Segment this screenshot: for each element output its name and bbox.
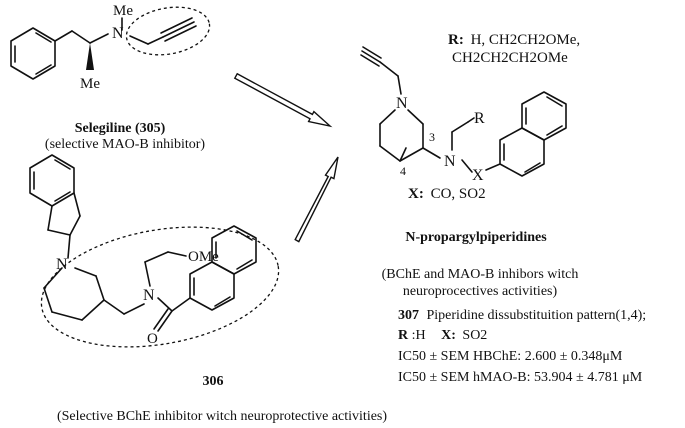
piperidine-r-atom: R — [474, 110, 485, 127]
selegiline-n-atom: N — [112, 25, 124, 42]
piperidine-position-3: 3 — [429, 130, 435, 144]
x-definition: X: CO, SO2 — [408, 186, 486, 202]
r-definition-label: R: — [448, 32, 464, 48]
r-definition-values-1: H, CH2CH2OMe, — [471, 32, 581, 48]
compound-306-highlight-ellipse — [40, 226, 280, 348]
selegiline-me-top: Me — [113, 3, 133, 19]
compound-307-ic50-hbche: IC50 ± SEM HBChE: 2.600 ± 0.348μM — [398, 349, 623, 364]
activity-line-2: neuroprocectives activities) — [403, 284, 558, 299]
compound-306-role: (Selective BChE inhibitor witch neuropro… — [57, 409, 387, 424]
piperidine-n-amide: N — [444, 153, 456, 170]
compound-307-substituents: R :H X: SO2 — [398, 328, 487, 343]
compound-307-number: 307 — [398, 308, 419, 323]
selegiline-name: Selegiline (305) — [75, 121, 166, 136]
compound-307-pattern: Piperidine dissubstituition pattern(1,4)… — [427, 308, 647, 323]
arrow-from-306 — [294, 156, 339, 243]
r-definition-line-1: R: H, CH2CH2OMe, — [448, 32, 580, 48]
propargyl-highlight-ellipse — [125, 6, 211, 56]
compound-307-r-label: R — [398, 328, 409, 343]
piperidine-x-atom: X — [472, 167, 484, 184]
compound-306-n-ring: N — [56, 256, 68, 273]
activity-line-1: (BChE and MAO-B inhibors witch — [382, 267, 579, 282]
compound-306-o-carbonyl: O — [147, 331, 158, 347]
arrow-from-selegiline — [233, 72, 333, 128]
compound-306-label: 306 — [203, 374, 224, 389]
x-definition-values: CO, SO2 — [431, 186, 486, 202]
r-definition-values-2: CH2CH2CH2OMe — [452, 50, 568, 66]
compound-307-ic50-hmaob: IC50 ± SEM hMAO-B: 53.904 ± 4.781 μM — [398, 370, 643, 385]
x-definition-label: X: — [408, 186, 424, 202]
selegiline-role: (selective MAO-B inhibitor) — [45, 137, 206, 152]
compound-306-structure — [29, 154, 257, 332]
compound-306-n-amide: N — [143, 287, 155, 304]
piperidine-n-ring: N — [396, 95, 408, 112]
class-name: N-propargylpiperidines — [405, 230, 547, 245]
piperidine-core-structure — [360, 46, 567, 177]
selegiline-me-bottom: Me — [80, 76, 100, 92]
compound-307-x-value: SO2 — [462, 328, 487, 343]
compound-306-ome: OMe — [188, 249, 219, 265]
compound-307-pattern-line: 307 Piperidine dissubstituition pattern(… — [398, 308, 646, 323]
compound-307-x-label: X: — [441, 328, 456, 343]
piperidine-position-4: 4 — [400, 164, 406, 178]
compound-307-r-value: :H — [412, 328, 426, 343]
selegiline-structure — [10, 17, 197, 80]
